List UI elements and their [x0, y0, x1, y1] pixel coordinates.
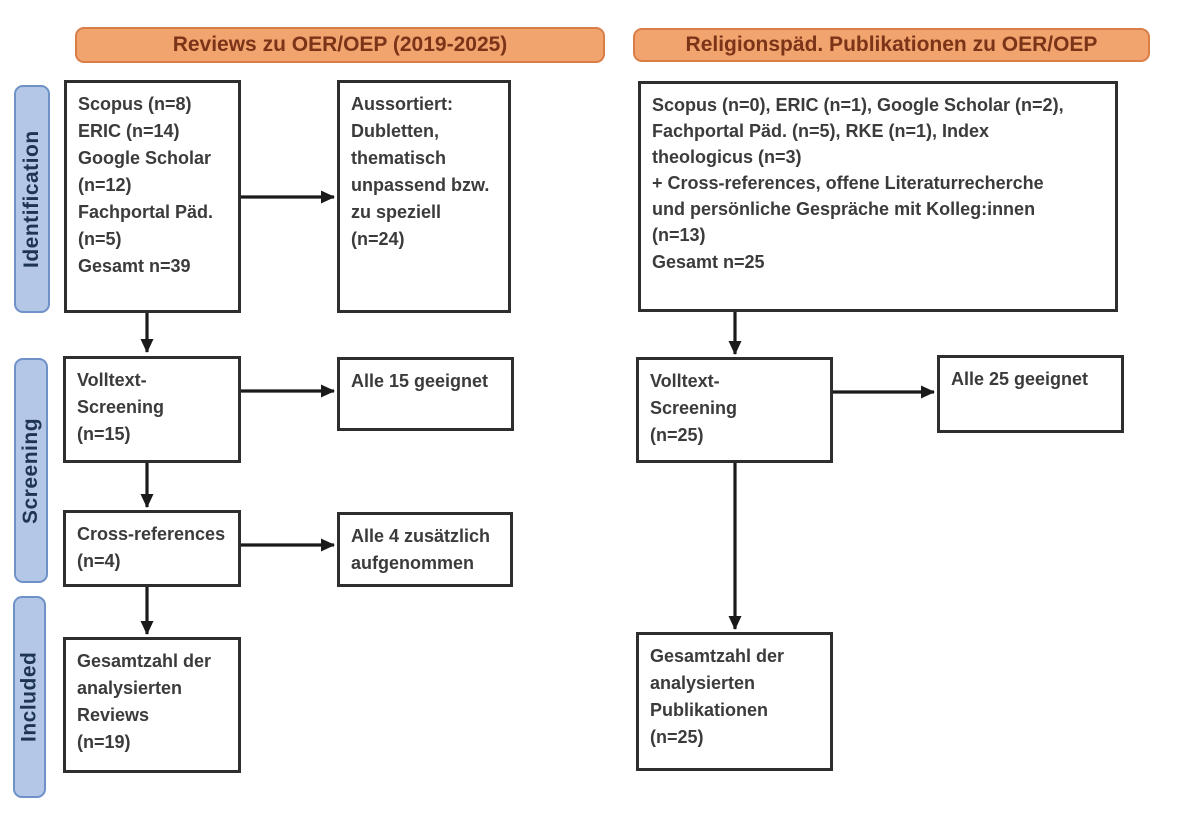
box-left-fulltext-screening: Volltext- Screening (n=15) [63, 356, 241, 463]
stage-label-screening: Screening [14, 358, 48, 583]
stage-label-included: Included [13, 596, 46, 798]
stage-label-identification: Identification [14, 85, 50, 313]
box-left-fulltext-result: Alle 15 geeignet [337, 357, 514, 431]
box-right-fulltext-result: Alle 25 geeignet [937, 355, 1124, 433]
box-right-fulltext-screening: Volltext- Screening (n=25) [636, 357, 833, 463]
box-left-sources: Scopus (n=8) ERIC (n=14) Google Scholar … [64, 80, 241, 313]
box-right-sources: Scopus (n=0), ERIC (n=1), Google Scholar… [638, 81, 1118, 312]
box-left-crossref: Cross-references (n=4) [63, 510, 241, 587]
box-right-included-total: Gesamtzahl der analysierten Publikatione… [636, 632, 833, 771]
column-header-reviews: Reviews zu OER/OEP (2019-2025) [75, 27, 605, 63]
box-left-included-total: Gesamtzahl der analysierten Reviews (n=1… [63, 637, 241, 773]
box-left-excluded: Aussortiert: Dubletten, thematisch unpas… [337, 80, 511, 313]
column-header-religionspaed: Religionspäd. Publikationen zu OER/OEP [633, 28, 1150, 62]
box-left-crossref-result: Alle 4 zusätzlich aufgenommen [337, 512, 513, 587]
